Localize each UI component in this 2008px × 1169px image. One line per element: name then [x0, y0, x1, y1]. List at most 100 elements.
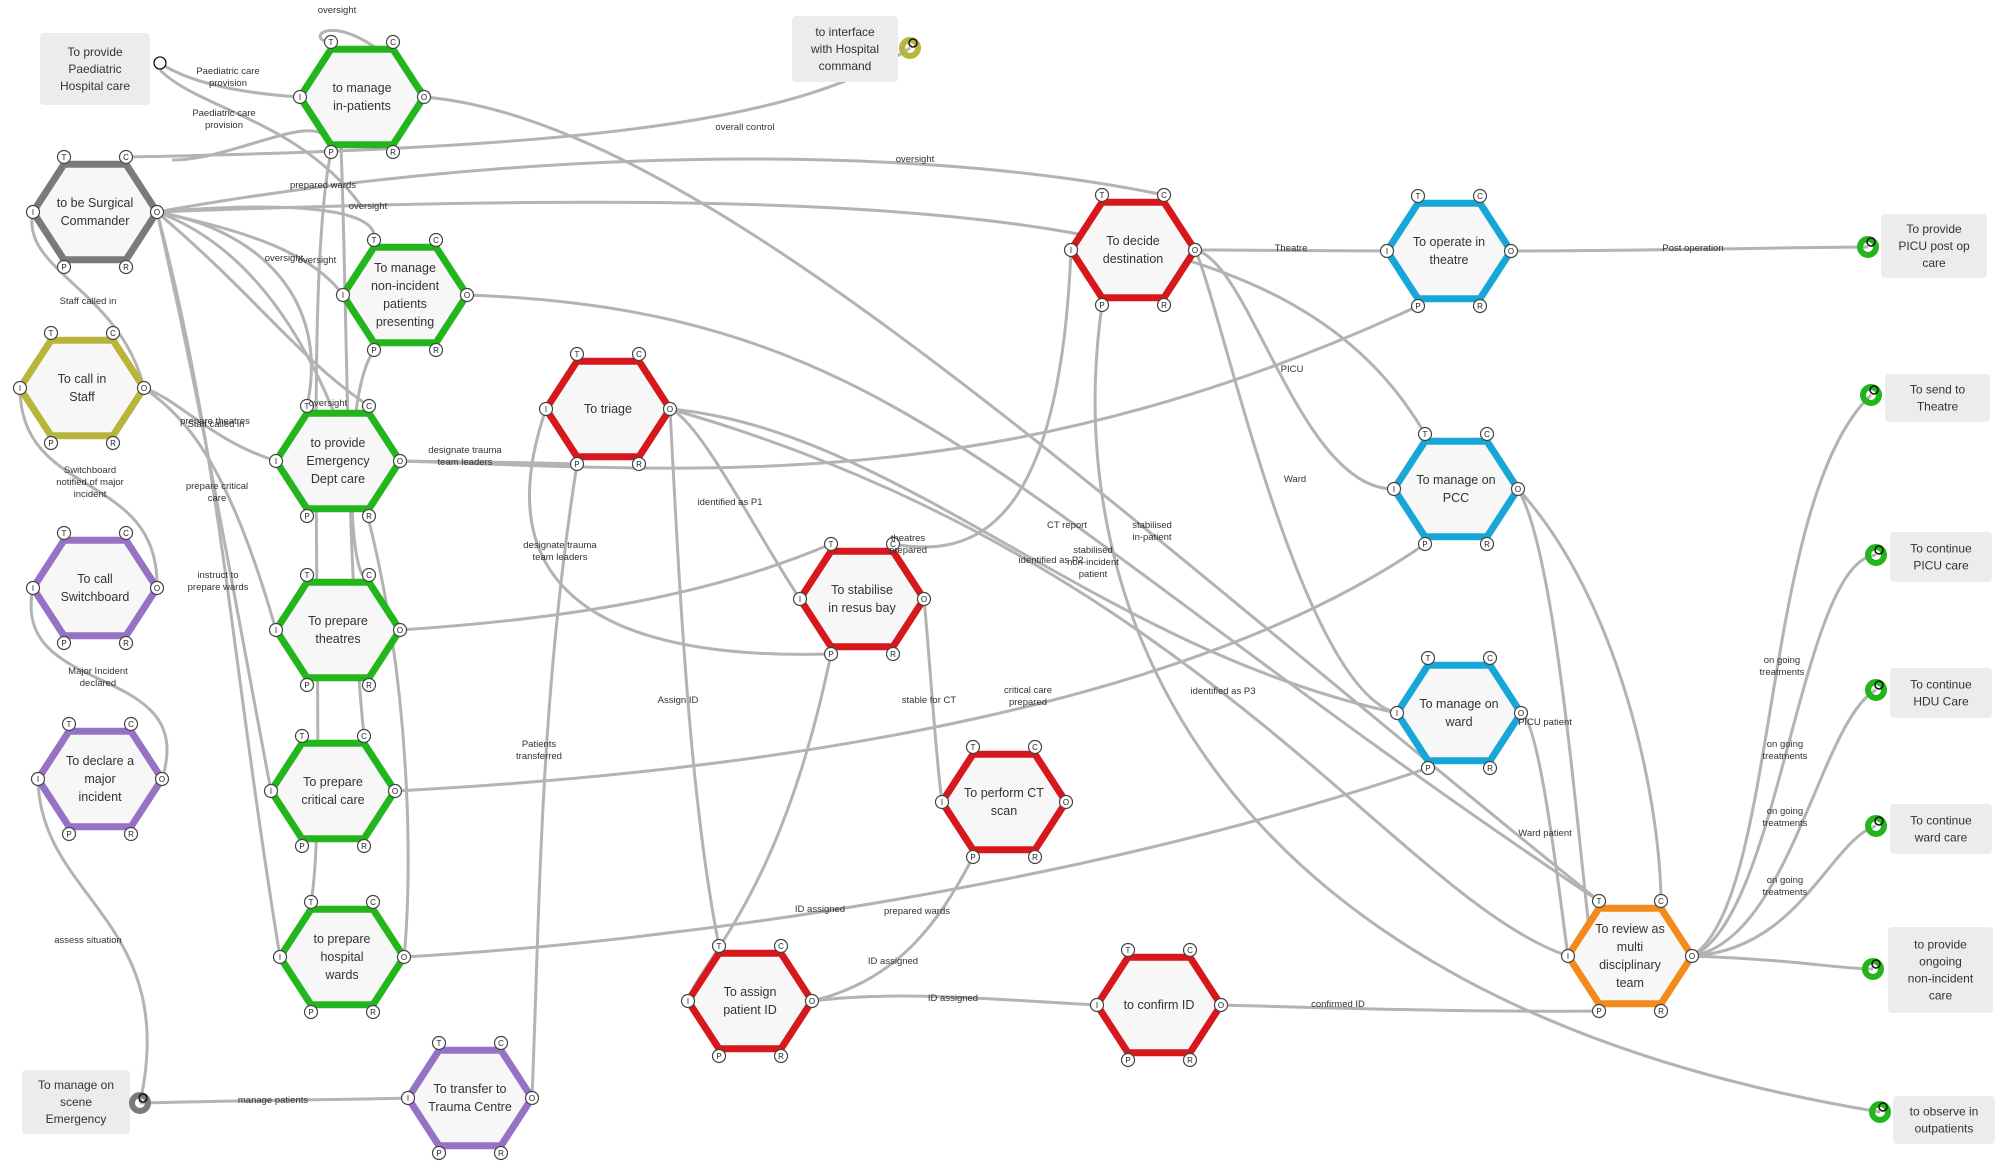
aspect-p-port[interactable] — [711, 1048, 727, 1064]
aspect-p-port[interactable] — [1410, 298, 1426, 314]
aspect-r-port[interactable] — [1182, 1052, 1198, 1068]
aspect-i-port[interactable] — [268, 453, 284, 469]
aspect-t-port[interactable] — [711, 938, 727, 954]
aspect-i-port[interactable] — [1389, 705, 1405, 721]
aspect-r-port[interactable] — [1472, 298, 1488, 314]
aspect-t-port[interactable] — [1417, 426, 1433, 442]
aspect-c-port[interactable] — [1653, 893, 1669, 909]
aspect-c-port[interactable] — [1156, 187, 1172, 203]
aspect-r-port[interactable] — [1482, 760, 1498, 776]
aspect-o-port[interactable] — [149, 580, 165, 596]
aspect-t-port[interactable] — [56, 149, 72, 165]
aspect-r-port[interactable] — [493, 1145, 509, 1161]
aspect-i-port[interactable] — [263, 783, 279, 799]
aspect-p-port[interactable] — [1417, 536, 1433, 552]
aspect-r-port[interactable] — [356, 838, 372, 854]
aspect-c-port[interactable] — [361, 398, 377, 414]
aspect-p-port[interactable] — [823, 646, 839, 662]
aspect-t-port[interactable] — [366, 232, 382, 248]
aspect-p-port[interactable] — [431, 1145, 447, 1161]
aspect-r-port[interactable] — [885, 646, 901, 662]
aspect-i-port[interactable] — [25, 204, 41, 220]
aspect-t-port[interactable] — [1420, 650, 1436, 666]
aspect-c-port[interactable] — [428, 232, 444, 248]
aspect-i-port[interactable] — [25, 580, 41, 596]
aspect-o-port[interactable] — [1213, 997, 1229, 1013]
aspect-t-port[interactable] — [823, 536, 839, 552]
aspect-t-port[interactable] — [323, 34, 339, 50]
aspect-r-port[interactable] — [118, 259, 134, 275]
aspect-o-port[interactable] — [916, 591, 932, 607]
aspect-r-port[interactable] — [105, 435, 121, 451]
aspect-p-port[interactable] — [43, 435, 59, 451]
aspect-i-port[interactable] — [400, 1090, 416, 1106]
aspect-p-port[interactable] — [965, 849, 981, 865]
aspect-i-port[interactable] — [292, 89, 308, 105]
aspect-i-port[interactable] — [1386, 481, 1402, 497]
aspect-r-port[interactable] — [365, 1004, 381, 1020]
aspect-p-port[interactable] — [299, 677, 315, 693]
aspect-c-port[interactable] — [118, 525, 134, 541]
aspect-o-port[interactable] — [396, 949, 412, 965]
aspect-c-port[interactable] — [118, 149, 134, 165]
aspect-o-port[interactable] — [387, 783, 403, 799]
aspect-i-port[interactable] — [792, 591, 808, 607]
aspect-t-port[interactable] — [965, 739, 981, 755]
aspect-t-port[interactable] — [303, 894, 319, 910]
aspect-c-port[interactable] — [385, 34, 401, 50]
aspect-o-port[interactable] — [662, 401, 678, 417]
aspect-t-port[interactable] — [56, 525, 72, 541]
aspect-i-port[interactable] — [934, 794, 950, 810]
aspect-i-port[interactable] — [1560, 948, 1576, 964]
aspect-i-port[interactable] — [1379, 243, 1395, 259]
aspect-o-port[interactable] — [149, 204, 165, 220]
aspect-t-port[interactable] — [1591, 893, 1607, 909]
aspect-o-port[interactable] — [1058, 794, 1074, 810]
aspect-c-port[interactable] — [773, 938, 789, 954]
aspect-o-port[interactable] — [804, 993, 820, 1009]
aspect-r-port[interactable] — [1027, 849, 1043, 865]
aspect-i-port[interactable] — [12, 380, 28, 396]
aspect-p-port[interactable] — [366, 342, 382, 358]
aspect-i-port[interactable] — [1089, 997, 1105, 1013]
aspect-r-port[interactable] — [385, 144, 401, 160]
aspect-p-port[interactable] — [303, 1004, 319, 1020]
aspect-p-port[interactable] — [61, 826, 77, 842]
aspect-c-port[interactable] — [631, 346, 647, 362]
aspect-r-port[interactable] — [1156, 297, 1172, 313]
aspect-c-port[interactable] — [1479, 426, 1495, 442]
aspect-o-port[interactable] — [1513, 705, 1529, 721]
aspect-i-port[interactable] — [1063, 242, 1079, 258]
aspect-c-port[interactable] — [493, 1035, 509, 1051]
aspect-p-port[interactable] — [1591, 1003, 1607, 1019]
aspect-r-port[interactable] — [1653, 1003, 1669, 1019]
aspect-o-port[interactable] — [136, 380, 152, 396]
aspect-t-port[interactable] — [61, 716, 77, 732]
aspect-o-port[interactable] — [1684, 948, 1700, 964]
aspect-t-port[interactable] — [569, 346, 585, 362]
aspect-i-port[interactable] — [335, 287, 351, 303]
aspect-o-port[interactable] — [459, 287, 475, 303]
aspect-r-port[interactable] — [773, 1048, 789, 1064]
aspect-r-port[interactable] — [428, 342, 444, 358]
aspect-c-port[interactable] — [1182, 942, 1198, 958]
aspect-p-port[interactable] — [569, 456, 585, 472]
